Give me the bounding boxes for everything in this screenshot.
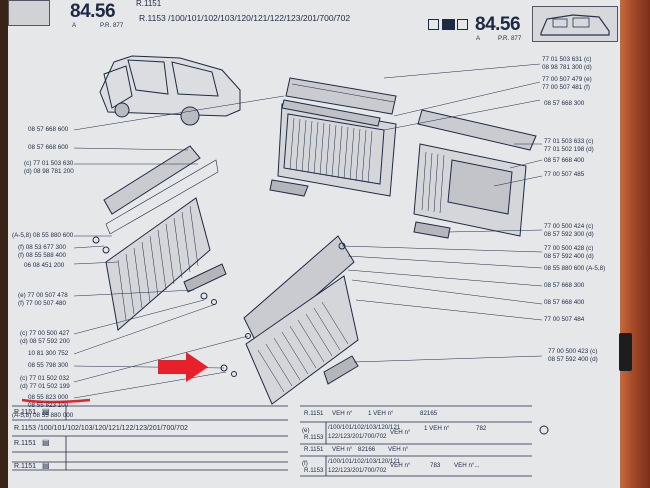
header-models: R.1153 /100/101/102/103/120/121/122/123/…	[139, 13, 351, 23]
left-label-10: (f) 77 00 507 480	[18, 300, 66, 307]
table-left-row2-models: R.1153 /100/101/102/103/120/121/122/123/…	[14, 425, 188, 432]
table-right-r1-num: 82165	[420, 410, 438, 417]
page-a-left: A	[72, 22, 77, 29]
table-right-r3-model: R.1151	[304, 446, 324, 453]
header-symbol-icon-1	[428, 19, 439, 30]
table-right-r3-arrow: VEH n°	[388, 446, 409, 453]
right-label-7: 77 01 502 198 (d)	[544, 146, 594, 153]
right-label-17: 77 00 507 484	[544, 316, 585, 323]
car-thumb-right	[532, 6, 618, 42]
red-arrow-icon	[158, 352, 208, 382]
table-right-r1-arrow: 1 VEH n°	[368, 410, 394, 417]
left-label-15: (c) 77 01 502 032	[20, 375, 70, 382]
right-label-13: 08 57 592 400 (d)	[544, 253, 594, 260]
page-number-left: 84.56	[70, 1, 116, 22]
table-right-r4-models-b: 122/123/201/700/702	[328, 467, 387, 474]
table-right-r4-letter: (f)	[302, 460, 308, 467]
right-label-19: 08 57 592 400 (d)	[548, 356, 598, 363]
left-label-16: (d) 77 01 502 199	[20, 383, 70, 390]
index-tab	[619, 333, 632, 371]
right-label-4: 77 00 507 481 (f)	[542, 84, 590, 91]
right-label-15: 08 57 668 300	[544, 282, 585, 289]
right-label-14: 08 55 880 600 (A-5,8)	[544, 265, 606, 272]
right-label-5: 08 57 668 300	[544, 100, 585, 107]
car-icon-row3: ▤	[42, 438, 50, 447]
header-symbol-icon-2	[442, 19, 455, 30]
table-right-r4-models-a: /100/101/102/103/120/121	[328, 458, 401, 465]
left-label-6: (f) 08 53 677 300	[18, 244, 66, 251]
catalog-page: R.1151 84.56 A P.R. 877 R.1151 R.1153 /1…	[8, 0, 620, 488]
table-right-r4-num: 783	[430, 462, 441, 469]
table-right-r2-models-a: /100/101/102/103/120/121	[328, 424, 401, 431]
page-a-right: A	[476, 35, 481, 42]
left-label-12: (d) 08 57 592 200	[20, 338, 70, 345]
left-label-19: (A-5,8) 08 55 880 000	[12, 412, 74, 419]
table-right-r1-veh: VEH n°	[332, 410, 353, 417]
page-pr-left: P.R. 877	[100, 22, 124, 29]
left-label-1: 08 57 668 600	[28, 126, 69, 133]
right-label-12: 77 00 500 428 (c)	[544, 245, 594, 252]
left-label-9: (e) 77 00 507 478	[18, 292, 68, 299]
table-right-r2-model: R.1153	[304, 434, 324, 441]
table-right-r3-num: 82166	[358, 446, 376, 453]
left-label-7: (f) 08 55 588 400	[18, 252, 66, 259]
table-right-r4-arrow: VEH n°...	[454, 462, 480, 469]
right-label-16: 08 57 668 400	[544, 299, 585, 306]
right-label-3: 77 00 507 479 (e)	[542, 76, 592, 83]
right-label-8: 08 57 668 400	[544, 157, 585, 164]
exploded-view-illustration	[12, 55, 549, 477]
left-label-18: 08 55 823 100	[28, 402, 69, 409]
left-label-2: 08 57 668 600	[28, 144, 69, 151]
left-label-14: 08 55 798 300	[28, 362, 69, 369]
right-label-10: 77 00 500 424 (c)	[544, 223, 594, 230]
right-label-1: 77 01 503 631 (c)	[542, 56, 592, 63]
table-right-r1-model: R.1151	[304, 410, 324, 417]
table-right-r4-model: R.1153	[304, 467, 324, 474]
left-label-4: (d) 08 98 781 200	[24, 168, 74, 175]
header-symbol-icon-3	[457, 19, 468, 30]
table-right-r3-veh: VEH n°	[332, 446, 353, 453]
right-label-6: 77 01 503 633 (c)	[544, 138, 594, 145]
book-binding	[620, 0, 650, 488]
left-label-17: 08 55 823 000	[28, 394, 69, 401]
left-label-13: 10 81 300 752	[28, 350, 69, 357]
header-model-top: R.1151	[136, 0, 162, 8]
left-label-8: 06 08 451 200	[24, 262, 65, 269]
table-right-r4-veh: VEH n°	[390, 462, 411, 469]
right-label-18: 77 00 500 423 (c)	[548, 348, 598, 355]
page-pr-right: P.R. 877	[498, 35, 522, 42]
table-right-r2-letter: (e)	[302, 427, 310, 434]
right-label-11: 08 57 592 300 (d)	[544, 231, 594, 238]
car-icon-row1: ▤	[42, 407, 50, 416]
right-label-9: 77 00 507 485	[544, 171, 585, 178]
left-label-11: (c) 77 00 500 427	[20, 330, 70, 337]
table-right-r2-veh: VEH n°	[390, 429, 411, 436]
table-right-r2-models-b: 122/123/201/700/702	[328, 433, 387, 440]
left-label-5: (A-5,8) 08 55 880 600	[12, 232, 74, 239]
car-icon-row4: ▤	[42, 461, 50, 470]
table-left-row3-model: R.1151	[14, 440, 37, 447]
red-underline	[21, 398, 91, 404]
table-left-row4-model: R.1151	[14, 463, 37, 470]
table-right-r2-num: 782	[476, 425, 487, 432]
left-label-3: (c) 77 01 503 630	[24, 160, 74, 167]
page-number-right: 84.56	[475, 14, 521, 35]
car-thumb-left	[8, 0, 50, 26]
right-label-2: 08 98 781 300 (d)	[542, 64, 592, 71]
table-left-row1-model: R.1151	[14, 409, 37, 416]
table-right-r2-arrow: 1 VEH n°	[424, 425, 450, 432]
